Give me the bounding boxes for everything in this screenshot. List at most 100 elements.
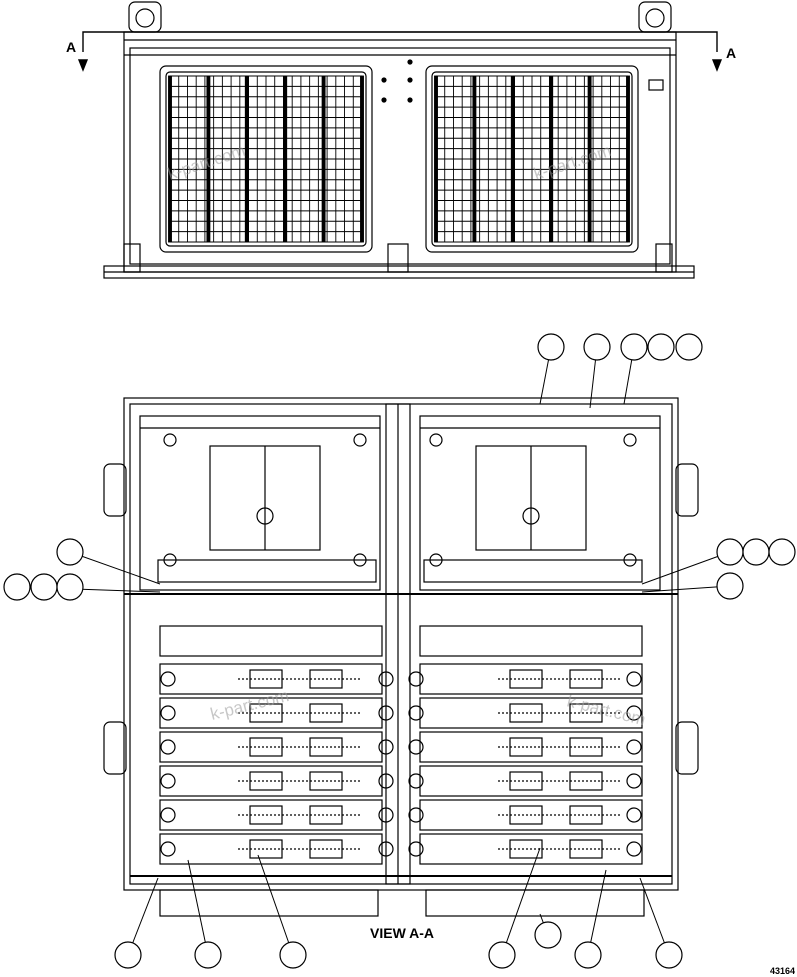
callout-balloon <box>716 538 744 566</box>
callout-balloon <box>534 921 562 949</box>
module-fastener <box>160 705 176 721</box>
upper-rail-right <box>423 559 643 583</box>
module <box>159 697 383 729</box>
callout-balloon <box>30 573 58 601</box>
leader-line <box>501 847 541 956</box>
module-fastener <box>626 739 642 755</box>
grille-frame-bar <box>206 75 211 243</box>
module-header <box>159 625 383 657</box>
module <box>419 697 643 729</box>
grille-frame-bar <box>321 75 326 243</box>
section-label-right: A <box>726 45 736 61</box>
module-fastener <box>626 705 642 721</box>
callout-balloon <box>742 538 770 566</box>
callout-balloon <box>574 941 602 969</box>
module-stack-right <box>408 625 643 865</box>
module-header <box>419 625 643 657</box>
flange-left-lower <box>103 721 127 775</box>
leader-line <box>587 869 607 956</box>
module-fastener <box>160 841 176 857</box>
callout-balloon <box>56 573 84 601</box>
flange-right-upper <box>675 463 699 517</box>
callout-balloon <box>537 333 565 361</box>
leader-line <box>127 877 159 956</box>
leader-line <box>69 551 161 585</box>
module-fastener <box>378 705 394 721</box>
module <box>419 833 643 865</box>
top-view <box>103 1 695 279</box>
module <box>419 799 643 831</box>
grille-frame-bar <box>244 75 249 243</box>
callout-balloon <box>647 333 675 361</box>
grille-frame-bar <box>360 75 364 243</box>
module-fastener <box>378 807 394 823</box>
upper-rail-left <box>157 559 377 583</box>
callout-balloon <box>675 333 703 361</box>
grille-right <box>425 65 639 253</box>
callout-balloon <box>279 941 307 969</box>
watermark-2: k-part.com <box>531 141 613 184</box>
nameplate <box>648 79 664 91</box>
module-fastener <box>408 807 424 823</box>
view-title: VIEW A-A <box>370 925 434 941</box>
grille-frame-bar <box>510 75 515 243</box>
section-housing <box>123 397 679 891</box>
lifting-eye-hole-right <box>645 8 665 28</box>
module <box>159 765 383 797</box>
callout-balloon <box>114 941 142 969</box>
grille-frame-bar <box>626 75 630 243</box>
module-fastener <box>160 671 176 687</box>
grille-mesh-left <box>168 75 364 243</box>
module <box>159 833 383 865</box>
module-fastener <box>626 841 642 857</box>
callout-balloons <box>3 333 796 969</box>
module <box>419 663 643 695</box>
module-fastener <box>160 773 176 789</box>
drawing-number: 43164 <box>770 966 795 976</box>
module-fastener <box>378 739 394 755</box>
flange-left-upper <box>103 463 127 517</box>
module-stack-left <box>159 625 394 865</box>
grille-frame-bar <box>434 75 438 243</box>
grille-frame-bar <box>549 75 554 243</box>
callout-balloon <box>488 941 516 969</box>
module-fastener <box>160 739 176 755</box>
module-fastener <box>378 841 394 857</box>
lifting-eye-hole-left <box>135 8 155 28</box>
grille-frame-bar <box>168 75 172 243</box>
callout-balloon <box>583 333 611 361</box>
callout-balloon <box>716 572 744 600</box>
leader-line <box>187 859 209 956</box>
leader-line <box>641 585 731 593</box>
callout-balloon <box>56 538 84 566</box>
module-fastener <box>160 807 176 823</box>
base-plate-right <box>425 889 645 917</box>
module <box>159 799 383 831</box>
callout-balloon <box>655 941 683 969</box>
module-fastener <box>626 671 642 687</box>
grille-left <box>159 65 373 253</box>
module <box>159 663 383 695</box>
upper-bay-left <box>139 415 381 591</box>
grille-frame-bar <box>472 75 477 243</box>
callout-balloon <box>3 573 31 601</box>
top-inner-frame <box>129 47 671 265</box>
center-post <box>387 243 409 273</box>
callout-balloon <box>768 538 796 566</box>
leader-lines <box>16 346 731 956</box>
leader-line <box>641 551 731 585</box>
module-fastener <box>378 671 394 687</box>
module <box>159 731 383 763</box>
section-view <box>103 397 699 917</box>
module <box>419 731 643 763</box>
module-fastener <box>626 773 642 789</box>
section-line <box>77 31 723 72</box>
module-fastener <box>408 671 424 687</box>
module-fastener <box>626 807 642 823</box>
grille-frame-bar <box>587 75 592 243</box>
callout-balloon <box>194 941 222 969</box>
module <box>419 765 643 797</box>
module-fastener <box>408 739 424 755</box>
leader-line <box>257 854 294 956</box>
